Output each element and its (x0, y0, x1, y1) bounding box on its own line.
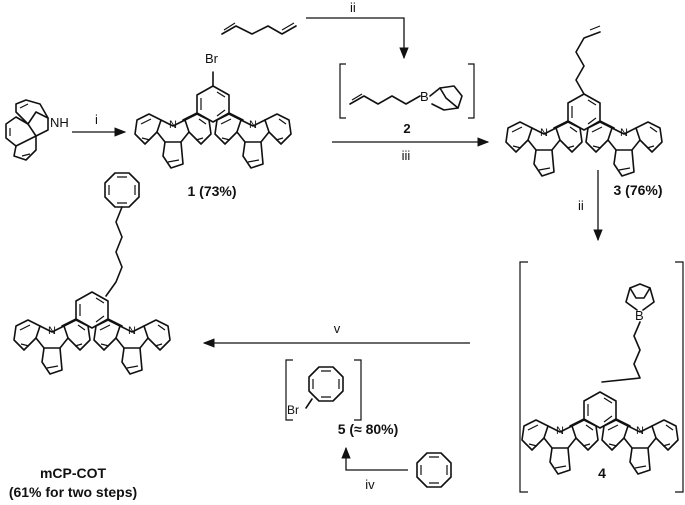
product-yield-label: (61% for two steps) (9, 484, 137, 500)
reagent-step-ii-right: ii (578, 198, 584, 213)
compound-1-n-right: N (249, 119, 257, 131)
arrow-step-iv (341, 446, 408, 471)
reagent-step-ii-top: ii (350, 0, 356, 15)
compound-1-br-label: Br (205, 51, 219, 66)
reagent-step-v: v (334, 321, 341, 336)
compound-1-n-left: N (169, 119, 177, 131)
reagent-step-i: i (95, 112, 98, 127)
carbazole-nh-label: NH (50, 115, 69, 130)
reagent-step-iii: iii (402, 148, 411, 163)
arrow-step-ii-top (306, 17, 409, 60)
intermediate-2-label: 2 (403, 121, 410, 136)
intermediate-4-structure: B (522, 283, 678, 474)
product-n-right: N (128, 325, 136, 337)
intermediate-4-label: 4 (598, 465, 606, 481)
compound-3-label: 3 (76%) (613, 182, 662, 198)
product-n-left: N (48, 325, 56, 337)
compound-5-br-label: Br (287, 403, 299, 417)
intermediate-4-n-right: N (636, 425, 644, 437)
hexadiene-structure (221, 25, 297, 35)
intermediate-4-bracket-right (675, 261, 684, 493)
intermediate-4-bracket-left (519, 261, 528, 493)
intermediate-2-b-label: B (420, 89, 429, 104)
compound-1-label: 1 (73%) (187, 183, 236, 199)
product-name-label: mCP-COT (40, 465, 107, 481)
compound-5-bracket: Br (285, 359, 362, 421)
mcp-cot-structure (14, 172, 170, 374)
intermediate-4-b-label: B (635, 308, 644, 323)
cot-reagent-structure (416, 452, 452, 488)
compound-1-structure: Br (135, 51, 291, 168)
compound-3-n-left: N (540, 127, 548, 139)
carbazole-start: NH (5, 99, 69, 161)
reagent-step-iv: iv (365, 477, 375, 492)
compound-3-structure (506, 25, 662, 176)
compound-3-n-right: N (620, 127, 628, 139)
intermediate-2-bracket: B (339, 63, 475, 119)
compound-5-label: 5 (≈ 80%) (338, 421, 399, 437)
intermediate-4-n-left: N (556, 425, 564, 437)
